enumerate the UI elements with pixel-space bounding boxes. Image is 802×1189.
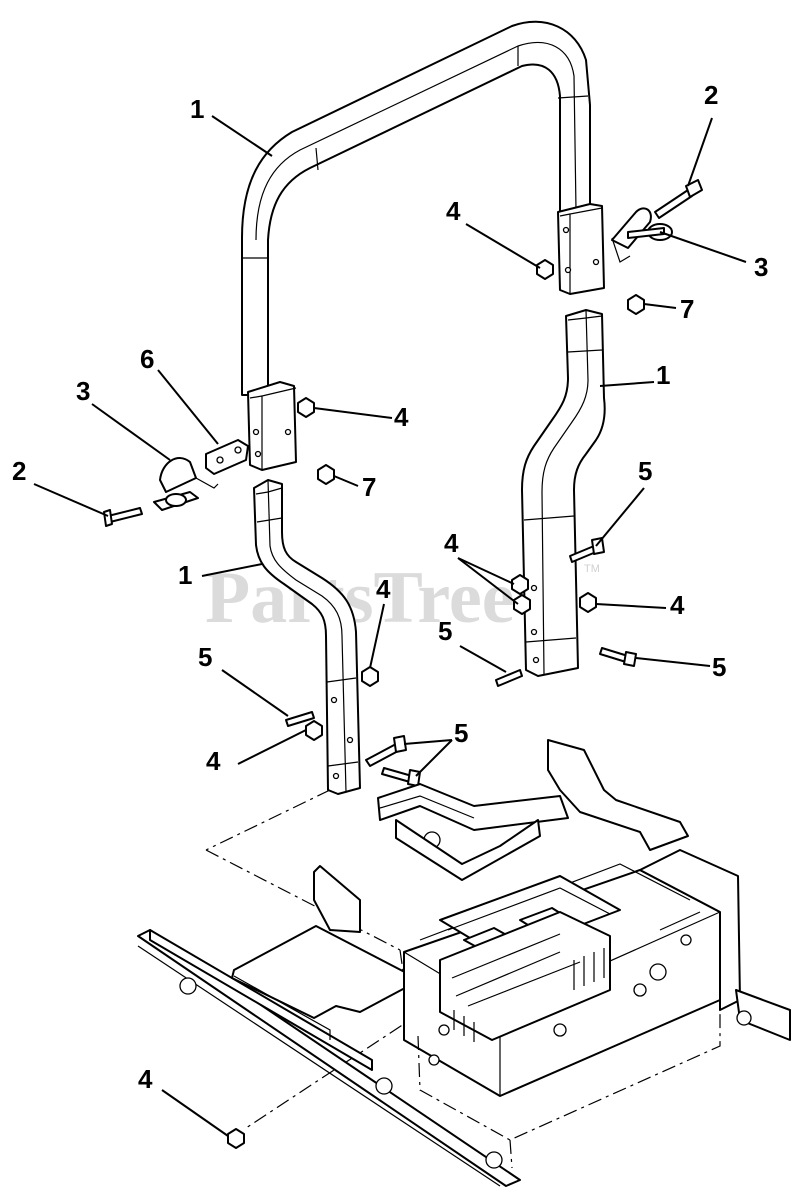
- callout-c24: 4: [138, 1064, 153, 1094]
- leader-c2: [687, 117, 713, 187]
- leader-c12: [33, 483, 109, 517]
- leader-c17: [369, 603, 385, 669]
- callout-c17: 4: [376, 574, 391, 604]
- mower-frame: [137, 739, 791, 1187]
- callout-c22: 4: [206, 746, 221, 776]
- leader-c10: [91, 403, 171, 461]
- leader-c4: [465, 223, 541, 269]
- leader-c16: [457, 557, 515, 585]
- callout-c1: 1: [190, 94, 204, 124]
- leader-c13: [333, 475, 359, 487]
- leader-c16b: [457, 557, 519, 605]
- leader-lines: [33, 115, 747, 1137]
- leader-c18: [595, 603, 667, 609]
- callout-c16: 4: [444, 528, 459, 558]
- hardware: [103, 179, 703, 1149]
- leader-c15: [201, 563, 263, 577]
- leader-c21: [635, 657, 711, 667]
- callout-c4: 4: [446, 196, 461, 226]
- callout-c13: 7: [362, 472, 376, 502]
- callout-c10: 3: [76, 376, 90, 406]
- leader-c6: [659, 231, 747, 263]
- callout-c7: 7: [680, 294, 694, 324]
- callout-c20: 5: [198, 642, 212, 672]
- callout-c8: 1: [656, 360, 670, 390]
- leader-c20: [221, 669, 289, 717]
- leader-c14: [595, 487, 645, 547]
- callout-c12: 2: [12, 456, 26, 486]
- upper-roll-bar-hoop: [241, 20, 605, 471]
- leader-c1: [211, 115, 273, 157]
- leader-c11: [313, 407, 393, 419]
- callout-c11: 4: [394, 402, 409, 432]
- right-lower-post: [521, 309, 606, 677]
- callout-c19: 5: [438, 616, 452, 646]
- callout-c15: 1: [178, 560, 192, 590]
- watermark-tm: TM: [584, 563, 600, 575]
- leader-c8: [599, 381, 655, 387]
- callout-c14: 5: [638, 456, 652, 486]
- leader-c23b: [415, 739, 453, 777]
- callout-c9: 6: [140, 344, 154, 374]
- callout-c23: 5: [454, 718, 468, 748]
- leader-c7: [643, 303, 677, 309]
- callout-c21: 5: [712, 652, 726, 682]
- watermark-text: PartsTree: [205, 557, 515, 639]
- watermark: PartsTree TM: [205, 557, 600, 639]
- callout-c18: 4: [670, 590, 685, 620]
- leader-c19: [459, 645, 507, 673]
- leader-c24: [161, 1089, 229, 1137]
- callout-labels: 1 2 3 4 2 3 7 1 6 3 4 2 7 5 1 4 4 4 5 5 …: [12, 80, 768, 1094]
- leader-c23: [403, 739, 453, 745]
- leader-c9: [157, 369, 219, 445]
- callout-c3: 3: [754, 252, 768, 282]
- callout-c2: 2: [704, 80, 718, 110]
- leader-c22: [237, 729, 307, 765]
- left-lower-post: [253, 479, 361, 795]
